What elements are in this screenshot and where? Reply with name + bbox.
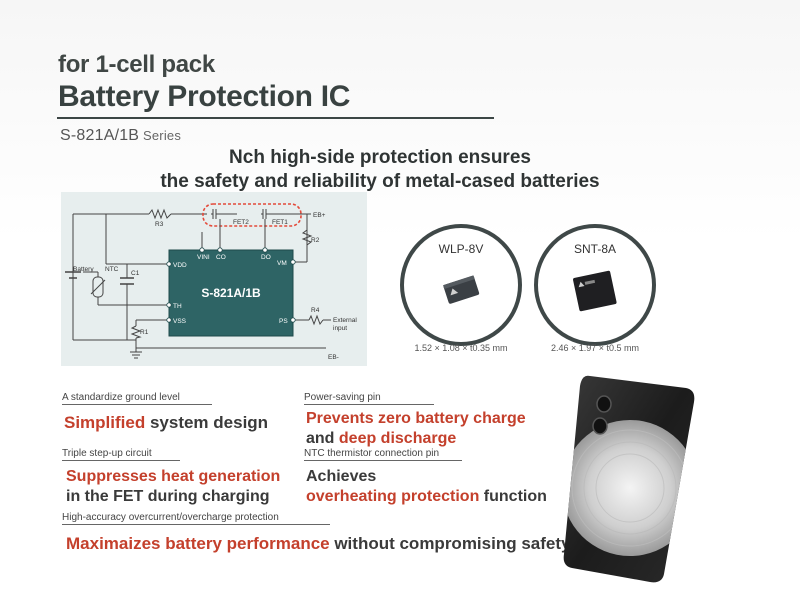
pin-vm-label: VM bbox=[277, 260, 287, 267]
camera-lens-icon bbox=[596, 395, 612, 413]
series-suffix: Series bbox=[139, 128, 182, 143]
r1-label: R1 bbox=[140, 329, 149, 336]
feature-4-line-2: overheating protection function bbox=[306, 486, 547, 507]
snt-package-name: SNT-8A bbox=[573, 242, 616, 256]
page-title: Battery Protection IC bbox=[58, 80, 351, 113]
smartphone-illustration bbox=[560, 368, 700, 586]
eb-plus-label: EB+ bbox=[313, 212, 326, 219]
feature-3-highlight: Suppresses heat generation bbox=[66, 468, 281, 485]
headline-line-1: Nch high-side protection ensures bbox=[229, 147, 531, 168]
ntc-label: NTC bbox=[105, 266, 119, 273]
feature-1-text: Simplified system design bbox=[64, 412, 268, 433]
pin-co-label: CO bbox=[216, 254, 226, 261]
feature-2-highlight-2: deep discharge bbox=[338, 430, 457, 447]
pin-vss-label: VSS bbox=[173, 318, 187, 325]
eb-minus-label: EB- bbox=[328, 354, 339, 361]
c1-label: C1 bbox=[131, 270, 140, 277]
feature-5-label: High-accuracy overcurrent/overcharge pro… bbox=[62, 512, 330, 525]
feature-1-rest: system design bbox=[145, 413, 269, 432]
feature-2-line-1: Prevents zero battery charge bbox=[306, 408, 526, 429]
external-input-label-2: input bbox=[333, 325, 347, 332]
feature-4-highlight: overheating protection bbox=[306, 488, 480, 505]
r3-label: R3 bbox=[155, 221, 164, 228]
feature-2-label: Power-saving pin bbox=[304, 392, 434, 405]
feature-5-text: Maximaizes battery performance without c… bbox=[66, 533, 570, 554]
feature-2-mid: and bbox=[306, 430, 339, 447]
fet1-label: FET1 bbox=[272, 219, 288, 226]
r4-label: R4 bbox=[311, 307, 320, 314]
feature-5-highlight: Maximaizes battery performance bbox=[66, 534, 330, 553]
wlp-package-circle bbox=[400, 224, 522, 346]
fet2-label: FET2 bbox=[233, 219, 249, 226]
external-input-label-1: External bbox=[333, 317, 357, 324]
circuit-diagram: S-821A/1B VDD TH VSS VINI CO DO VM PS R3… bbox=[61, 192, 367, 366]
headline-line-2: the safety and reliability of metal-case… bbox=[160, 171, 600, 192]
page-subtitle: for 1-cell pack bbox=[58, 51, 215, 78]
feature-3-line-2: in the FET during charging bbox=[66, 488, 270, 505]
snt-chip-icon bbox=[573, 270, 617, 312]
feature-5-rest: without compromising safety bbox=[329, 534, 571, 553]
r2-label: R2 bbox=[311, 237, 320, 244]
title-divider bbox=[57, 117, 494, 119]
feature-3-label: Triple step-up circuit bbox=[62, 448, 180, 461]
feature-4-label: NTC thermistor connection pin bbox=[304, 448, 462, 461]
pin-vini-label: VINI bbox=[197, 254, 210, 261]
feature-2-highlight-1: Prevents zero battery charge bbox=[306, 410, 526, 427]
feature-4-rest: function bbox=[479, 488, 547, 505]
pin-th-label: TH bbox=[173, 303, 182, 310]
feature-1-highlight: Simplified bbox=[64, 413, 146, 432]
pin-ps-label: PS bbox=[279, 318, 288, 325]
wlp-package-name: WLP-8V bbox=[438, 242, 484, 256]
feature-2-line-2: and deep discharge bbox=[306, 428, 456, 449]
wlp-package-dims: 1.52 × 1.08 × t0.35 mm bbox=[414, 343, 508, 353]
snt-package-dims: 2.46 × 1.97 × t0.5 mm bbox=[550, 343, 640, 353]
series-label: S-821A/1B Series bbox=[60, 127, 181, 145]
series-code: S-821A/1B bbox=[60, 127, 140, 144]
feature-3-line-1: Suppresses heat generation bbox=[66, 466, 280, 487]
chip-name-label: S-821A/1B bbox=[201, 286, 261, 300]
feature-4-line-1: Achieves bbox=[306, 468, 377, 485]
pin-vdd-label: VDD bbox=[173, 262, 187, 269]
battery-label: Battery bbox=[73, 266, 94, 273]
snt-package-circle bbox=[534, 224, 656, 346]
pin-do-label: DO bbox=[261, 254, 271, 261]
feature-1-label: A standardize ground level bbox=[62, 392, 212, 405]
